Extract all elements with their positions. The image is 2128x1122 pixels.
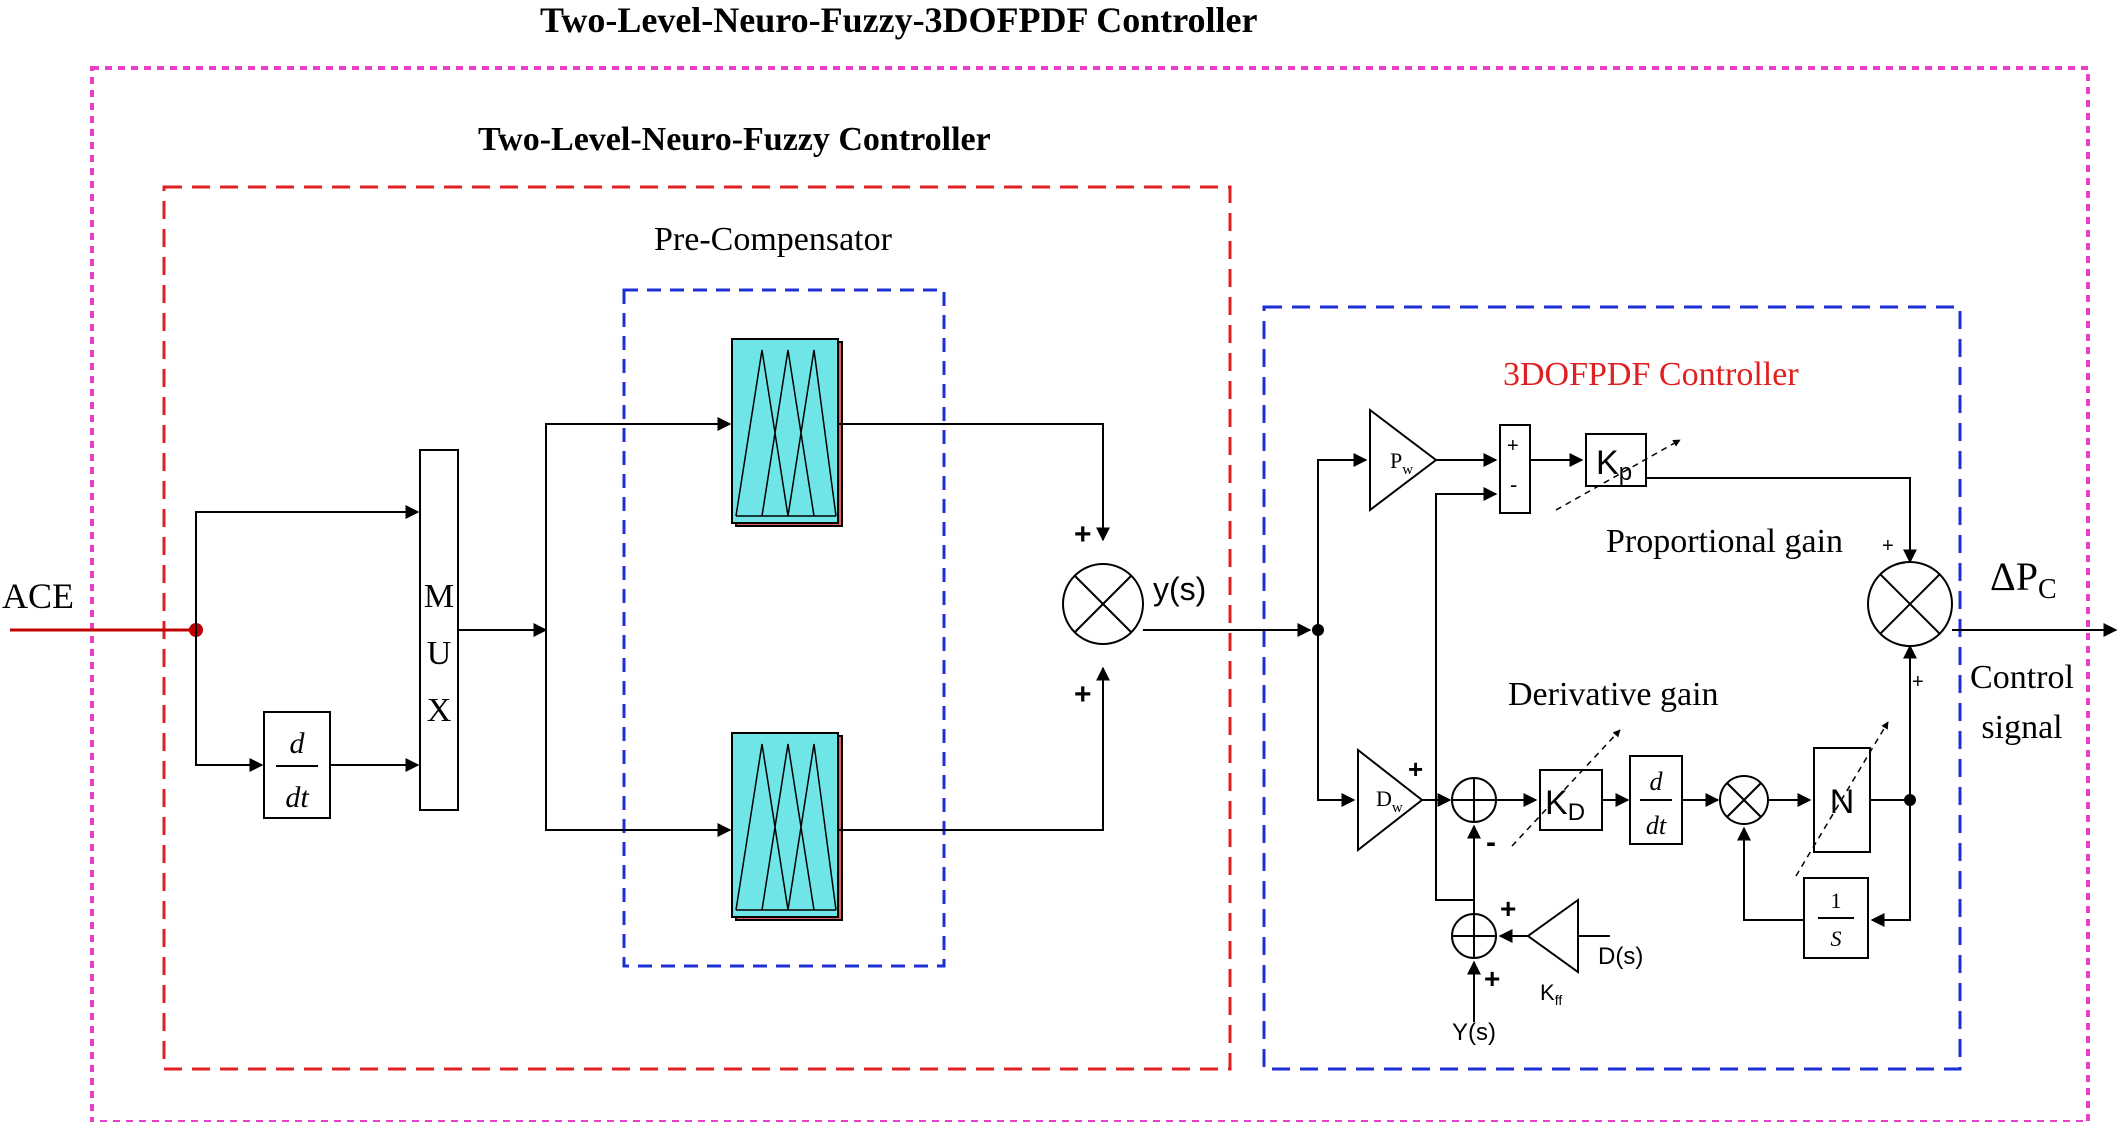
svg-text:1: 1 <box>1831 888 1842 913</box>
pdf-controller-title: 3DOFPDF Controller <box>1503 356 1799 393</box>
svg-text:Dw: Dw <box>1376 786 1403 816</box>
wire-ff-sum-to-pwsum <box>1435 487 1498 936</box>
wire-fuzzy-bottom-out <box>838 666 1110 831</box>
wire-fuzzy-top-out <box>838 423 1110 542</box>
fuzzy-block-top <box>731 338 843 527</box>
kff-gain-block <box>1526 898 1579 974</box>
wire-feedback-to-integrator <box>1870 800 1911 927</box>
pw-gain-block: Pw <box>1369 407 1438 513</box>
svg-text:d: d <box>290 727 306 760</box>
svg-text:Kp: Kp <box>1596 444 1632 486</box>
ace-label: ACE <box>2 576 74 616</box>
control-signal-line1: Control <box>1970 659 2074 696</box>
outer-controller-frame <box>90 66 2090 1122</box>
svg-text:N: N <box>1830 783 1855 821</box>
wire-kp-to-output-sum <box>1646 477 1917 564</box>
svg-text:dt: dt <box>1646 811 1667 840</box>
ys-input-label: Y(s) <box>1452 1019 1496 1046</box>
pw-sum-block <box>1499 424 1531 514</box>
dw-gain-block: Dw <box>1357 747 1424 853</box>
neuro-fuzzy-frame <box>162 185 1232 1071</box>
svg-text:U: U <box>427 635 452 672</box>
pdf-controller-frame <box>1262 305 1962 1071</box>
pw-sum-plus: + <box>1507 435 1519 457</box>
control-signal-line2: signal <box>1981 709 2062 746</box>
svg-text:S: S <box>1831 926 1842 951</box>
svg-text:d: d <box>1650 767 1664 796</box>
derivative-block-left: d dt <box>263 711 331 819</box>
sum-left-plus-bottom: + <box>1074 678 1092 711</box>
ff-sum-plus-bottom: + <box>1484 963 1500 994</box>
svg-text:M: M <box>424 578 454 615</box>
wire-to-fuzzy-bottom <box>545 630 732 837</box>
out-sum-plus-bottom: + <box>1912 671 1924 693</box>
sum-left-plus-top: + <box>1074 518 1092 551</box>
svg-text:KD: KD <box>1545 784 1585 826</box>
ff-sum-plus-right: + <box>1500 893 1516 924</box>
integrator-block: 1 S <box>1803 877 1869 959</box>
derivative-sum-minus: - <box>1486 826 1496 859</box>
out-sum-plus-top: + <box>1882 535 1894 557</box>
kd-gain-block: KD <box>1511 729 1621 847</box>
proportional-gain-label: Proportional gain <box>1606 523 1843 560</box>
multiplier-junction <box>1719 775 1769 825</box>
wire-to-fuzzy-top <box>545 417 732 630</box>
svg-text:X: X <box>427 692 452 729</box>
mux-block: M U X <box>419 449 459 811</box>
ds-label: D(s) <box>1598 943 1643 970</box>
svg-text:dt: dt <box>285 781 309 814</box>
wire-to-pw <box>1317 453 1368 630</box>
wire-integrator-to-mult <box>1737 826 1804 921</box>
wire-n-to-output-sum <box>1870 644 1917 801</box>
pw-sum-minus: - <box>1510 472 1517 497</box>
derivative-sum-junction <box>1451 777 1497 823</box>
inner-title: Two-Level-Neuro-Fuzzy Controller <box>478 121 991 158</box>
output-summing-junction <box>1867 561 1953 647</box>
wire-ace-to-derivative <box>195 630 264 772</box>
feedforward-sum-junction <box>1451 913 1497 959</box>
derivative-gain-label: Derivative gain <box>1508 676 1719 713</box>
fuzzy-block-bottom <box>731 732 843 921</box>
derivative-block-right: d dt <box>1629 755 1683 845</box>
delta-pc-label: ΔPC <box>1990 554 2057 605</box>
outer-title: Two-Level-Neuro-Fuzzy-3DOFPDF Controller <box>540 0 1258 40</box>
dw-plus: + <box>1408 754 1423 784</box>
svg-text:Pw: Pw <box>1390 448 1413 478</box>
precompensator-title: Pre-Compensator <box>654 221 893 258</box>
wire-to-dw <box>1317 630 1356 807</box>
kp-gain-block: Kp <box>1555 433 1681 511</box>
kff-label: Kff <box>1540 980 1562 1008</box>
n-gain-block: N <box>1795 721 1889 877</box>
precompensator-frame <box>622 288 946 968</box>
summing-junction-left <box>1062 563 1144 645</box>
ys-label: y(s) <box>1153 571 1206 607</box>
wire-ace-to-mux-top <box>195 505 420 630</box>
